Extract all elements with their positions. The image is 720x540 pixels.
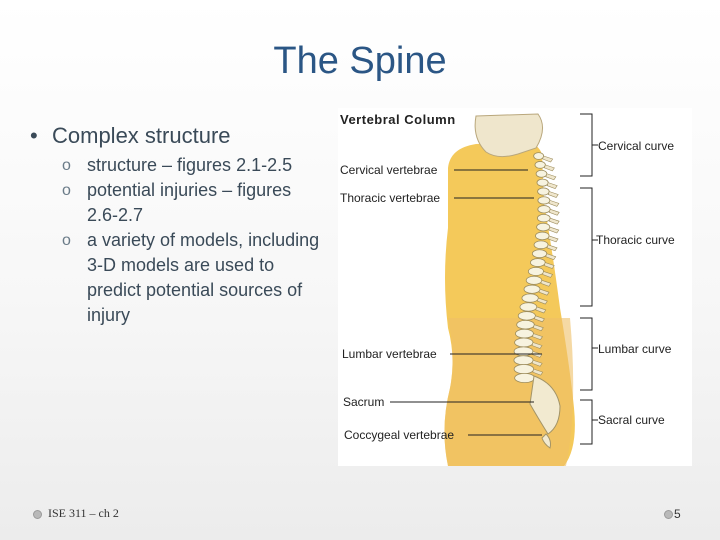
- vertebra: [513, 364, 535, 375]
- main-bullet-text: Complex structure: [52, 123, 231, 148]
- vertebra: [533, 152, 545, 160]
- vertebra: [536, 222, 551, 232]
- vertebra: [516, 319, 535, 330]
- vertebra: [517, 311, 536, 321]
- spinous-process: [532, 324, 544, 332]
- vertebra: [537, 187, 550, 196]
- spinous-process: [534, 315, 545, 323]
- spinous-process: [548, 226, 560, 234]
- spinous-process: [543, 262, 555, 269]
- vertebral-column-figure: Vertebral Column Cervical vertebrae Thor…: [338, 108, 692, 466]
- spinous-process: [532, 368, 544, 376]
- sacrum-bone: [529, 375, 561, 435]
- vertebra: [513, 355, 534, 366]
- circle-bullet-icon: o: [62, 182, 71, 199]
- vertebra: [525, 275, 543, 285]
- sub-bullet: o a variety of models, including 3-D mod…: [62, 228, 320, 328]
- spine-illustration: [390, 113, 598, 466]
- spinous-process: [546, 244, 558, 252]
- coccyx-bone: [541, 433, 551, 449]
- vertebra: [533, 240, 549, 250]
- label-lumbar-curve: Lumbar curve: [598, 342, 672, 356]
- sub-bullet: o potential injuries – figures 2.6-2.7: [62, 178, 320, 228]
- vertebra: [530, 258, 546, 267]
- spinous-process: [545, 173, 557, 181]
- bracket-lumbar: [580, 317, 593, 391]
- skull: [474, 113, 543, 158]
- bracket-thoracic: [580, 187, 593, 307]
- spinous-process: [532, 333, 543, 340]
- label-sacral-curve: Sacral curve: [598, 413, 665, 427]
- vertebra: [515, 328, 534, 339]
- footer-left-dot-icon: [33, 510, 42, 519]
- main-bullet: • Complex structure: [30, 123, 231, 149]
- vertebra: [523, 284, 541, 294]
- label-lumbar-vertebrae: Lumbar vertebrae: [342, 347, 437, 361]
- page-number: 5: [674, 507, 681, 521]
- label-sacrum: Sacrum: [343, 395, 385, 409]
- vertebra: [535, 231, 550, 241]
- slide-title: The Spine: [273, 40, 447, 82]
- vertebra: [535, 169, 548, 178]
- vertebra: [536, 178, 549, 187]
- vertebra: [531, 249, 548, 259]
- bullet-dot-icon: •: [30, 123, 38, 148]
- vertebra: [534, 161, 546, 169]
- vertebra: [537, 196, 551, 205]
- spinous-process: [535, 306, 547, 314]
- spinous-process: [548, 217, 560, 225]
- spinous-process: [538, 288, 550, 296]
- label-thoracic-curve: Thoracic curve: [596, 233, 675, 247]
- spinous-process: [548, 208, 560, 216]
- spinous-process: [542, 155, 554, 163]
- bracket-cervical: [580, 113, 593, 177]
- vertebra: [537, 205, 551, 214]
- vertebra: [514, 372, 536, 384]
- footer-course: ISE 311 – ch 2: [48, 506, 119, 520]
- spinous-process: [547, 191, 559, 198]
- label-cervical-vertebrae: Cervical vertebrae: [340, 163, 438, 177]
- spinous-process: [547, 235, 559, 243]
- label-thoracic-vertebrae: Thoracic vertebrae: [340, 191, 441, 205]
- figure-title: Vertebral Column: [340, 112, 456, 127]
- vertebra: [519, 302, 538, 312]
- spinous-process: [545, 253, 557, 261]
- sub-bullet-text: a variety of models, including 3-D model…: [87, 230, 320, 325]
- spinous-process: [531, 359, 543, 367]
- label-coccygeal-vertebrae: Coccygeal vertebrae: [344, 428, 455, 442]
- vertebra: [513, 346, 534, 357]
- spinous-process: [542, 271, 554, 278]
- sub-bullet-text: potential injuries – figures 2.6-2.7: [87, 180, 292, 225]
- footer-right-dot-icon: [664, 510, 673, 519]
- sub-bullet-text: structure – figures 2.1-2.5: [87, 155, 293, 175]
- spinous-process: [548, 200, 560, 207]
- vertebra: [527, 266, 544, 276]
- vertebra: [514, 337, 534, 348]
- spinous-process: [540, 279, 552, 287]
- vertebra: [521, 293, 539, 303]
- spinous-process: [536, 297, 548, 305]
- vertebra: [536, 214, 551, 223]
- spinous-process: [543, 164, 555, 172]
- spinous-process: [546, 182, 558, 190]
- circle-bullet-icon: o: [62, 232, 71, 249]
- spinous-process: [531, 342, 543, 349]
- circle-bullet-icon: o: [62, 157, 71, 174]
- sub-bullet-list: o structure – figures 2.1-2.5 o potentia…: [62, 153, 320, 328]
- bracket-sacral: [580, 399, 593, 445]
- label-cervical-curve: Cervical curve: [598, 139, 675, 153]
- sub-bullet: o structure – figures 2.1-2.5: [62, 153, 320, 178]
